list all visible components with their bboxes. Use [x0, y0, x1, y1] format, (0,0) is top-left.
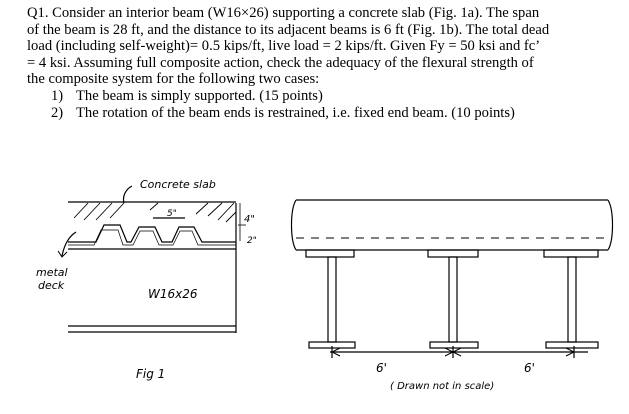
spacing-left-label: 6' — [376, 361, 387, 375]
deck-label-1: metal — [36, 266, 68, 279]
intro-line-3: load (including self-weight)= 0.5 kips/f… — [27, 38, 541, 55]
beam-left — [305, 249, 356, 349]
case-number: 1) — [51, 87, 64, 104]
slab-hatching — [73, 202, 237, 223]
beam-right — [543, 249, 599, 349]
fig-label: Fig 1 — [136, 367, 165, 381]
scale-note: ( Drawn not in scale) — [390, 381, 494, 392]
case-item-2: 2) The rotation of the beam ends is restr… — [27, 105, 627, 122]
intro-line-5: the composite system for the following t… — [27, 71, 320, 88]
deck-label-2: deck — [38, 279, 65, 292]
fig-1a-section — [57, 185, 246, 333]
case-text: The rotation of the beam ends is restrai… — [76, 104, 515, 121]
case-text: The beam is simply supported. (15 points… — [76, 87, 323, 104]
spacing-right-label: 6' — [524, 361, 535, 375]
slab-leader — [122, 185, 133, 204]
rib-depth-label: 2" — [247, 236, 257, 246]
metal-deck-profile — [68, 224, 236, 243]
deck-leader — [61, 231, 77, 257]
slab-label: Concrete slab — [140, 178, 216, 191]
beam-label: W16x26 — [148, 287, 198, 301]
slab-outline — [290, 199, 614, 251]
case-list: 1) The beam is simply supported. (15 poin… — [27, 88, 627, 121]
intro-line-2: of the beam is 28 ft, and the distance t… — [27, 21, 550, 38]
metal-deck-inner — [68, 229, 236, 246]
case-item-1: 1) The beam is simply supported. (15 poin… — [27, 88, 627, 105]
intro-line-1: Q1. Consider an interior beam (W16×26) s… — [27, 5, 540, 21]
rib-spacing-label: 5" — [167, 209, 177, 219]
fig-1b-section — [290, 199, 614, 358]
beam-middle — [427, 249, 479, 349]
problem-statement: Q1. Consider an interior beam (W16×26) s… — [27, 5, 627, 121]
intro-line-4: = 4 ksi. Assuming full composite action,… — [27, 54, 534, 71]
case-number: 2) — [51, 104, 64, 121]
slab-depth-label: 4" — [244, 214, 255, 225]
